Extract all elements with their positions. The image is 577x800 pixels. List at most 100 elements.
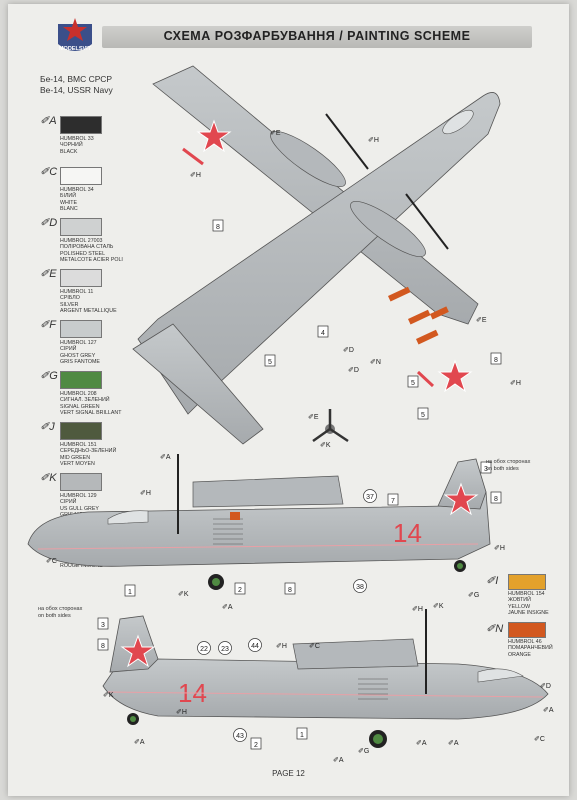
svg-text:✐A: ✐A: [134, 739, 145, 746]
svg-text:✐A: ✐A: [222, 604, 233, 611]
page-header: MODELSVIT СХЕМА РОЗФАРБУВАННЯ / PAINTING…: [18, 14, 559, 54]
svg-text:MODELSVIT: MODELSVIT: [59, 46, 92, 52]
callout-K: ✐K: [178, 591, 189, 598]
svg-text:✐H: ✐H: [176, 709, 187, 716]
aircraft-name-ua: Бе-14, ВМС СРСР: [40, 74, 113, 84]
svg-text:✐A: ✐A: [333, 757, 344, 764]
note-both-sides-right: на обох сторонах on both sides: [486, 459, 531, 472]
aircraft-name-en: Be-14, USSR Navy: [40, 85, 113, 95]
paint-brush-icon: ✐D: [40, 217, 58, 229]
side-view-left-engine: [292, 638, 419, 670]
callout-2: 2: [234, 582, 246, 595]
top-view: [132, 65, 501, 445]
top-view-tailplane: [132, 323, 264, 445]
svg-text:✐H: ✐H: [368, 137, 379, 144]
svg-text:4: 4: [321, 330, 325, 337]
side-view-left-fuselage: [102, 658, 549, 720]
svg-text:✐A: ✐A: [160, 454, 171, 461]
page-title: СХЕМА РОЗФАРБУВАННЯ / PAINTING SCHEME: [163, 29, 471, 43]
svg-text:8: 8: [216, 224, 220, 231]
top-view-engine-right: [350, 201, 426, 257]
color-swatch: [60, 473, 102, 491]
paint-brush-icon: ✐A: [40, 115, 57, 127]
top-view-orange-pod: [388, 286, 411, 302]
paint-brush-icon: ✐J: [40, 421, 55, 433]
callout-5: 5: [417, 407, 429, 420]
callout-D: ✐D: [540, 683, 551, 690]
paint-brush-icon: ✐K: [40, 472, 57, 484]
svg-text:✐K: ✐K: [178, 591, 189, 598]
svg-text:✐D: ✐D: [343, 347, 354, 354]
svg-text:✐G: ✐G: [468, 592, 479, 599]
svg-text:✐D: ✐D: [348, 367, 359, 374]
page-number: PAGE 12: [272, 769, 305, 778]
side-view-right-engine: [192, 475, 344, 508]
paint-brush-icon: ✐E: [40, 268, 57, 280]
top-view-fuselage: [137, 92, 501, 415]
callout-43: 43: [233, 728, 247, 742]
color-swatch: [60, 320, 102, 338]
svg-text:✐H: ✐H: [412, 606, 423, 613]
callout-5: 5: [264, 354, 276, 367]
svg-text:✐A: ✐A: [543, 707, 554, 714]
paint-brush-icon: ✐F: [40, 319, 56, 331]
callout-A: ✐A: [222, 604, 233, 611]
svg-text:3: 3: [484, 466, 488, 473]
side-view-left: 14: [102, 609, 549, 748]
color-swatch: [60, 218, 102, 236]
callout-E: ✐E: [476, 317, 487, 324]
svg-text:8: 8: [494, 357, 498, 364]
color-swatch: [60, 422, 102, 440]
callout-3: 3: [480, 461, 492, 474]
top-view-wing: [152, 65, 479, 325]
svg-text:✐C: ✐C: [534, 736, 545, 743]
svg-text:✐E: ✐E: [270, 130, 281, 137]
callout-H: ✐H: [276, 643, 287, 650]
svg-text:✐G: ✐G: [358, 748, 369, 755]
callout-4: 4: [317, 325, 329, 338]
svg-text:1: 1: [128, 589, 132, 596]
callout-3: 3: [97, 617, 109, 630]
callout-7: 7: [387, 493, 399, 506]
callout-1: 1: [124, 584, 136, 597]
callout-37: 37: [363, 489, 377, 503]
svg-text:✐C: ✐C: [309, 643, 320, 650]
svg-text:2: 2: [238, 587, 242, 594]
svg-text:7: 7: [391, 498, 395, 505]
side-view-left-star: [120, 634, 156, 668]
callout-A: ✐A: [160, 454, 171, 461]
color-swatch: [60, 371, 102, 389]
callout-H: ✐H: [494, 545, 505, 552]
svg-text:✐H: ✐H: [276, 643, 287, 650]
svg-text:8: 8: [288, 587, 292, 594]
callout-E: ✐E: [270, 130, 281, 137]
svg-text:✐H: ✐H: [494, 545, 505, 552]
paint-brush-icon: ✐C: [40, 166, 58, 178]
color-swatch: [60, 116, 102, 134]
svg-text:1: 1: [300, 732, 304, 739]
svg-text:3: 3: [101, 622, 105, 629]
paint-brush-icon: ✐N: [486, 623, 504, 635]
svg-text:5: 5: [411, 380, 415, 387]
svg-text:37: 37: [366, 494, 374, 501]
callout-G: ✐G: [468, 592, 479, 599]
callout-38: 38: [353, 579, 367, 593]
svg-text:38: 38: [356, 584, 364, 591]
svg-text:✐H: ✐H: [510, 380, 521, 387]
callout-K: ✐K: [320, 442, 331, 449]
paint-brush-icon: ✐I: [486, 575, 499, 587]
callout-1: 1: [296, 727, 308, 740]
svg-text:✐D: ✐D: [540, 683, 551, 690]
svg-text:5: 5: [421, 412, 425, 419]
svg-text:43: 43: [236, 733, 244, 740]
note-both-sides-left: на обох сторонах on both sides: [38, 606, 83, 619]
paint-brush-icon: ✐G: [40, 370, 58, 382]
svg-text:✐A: ✐A: [416, 740, 427, 747]
callout-A: ✐A: [448, 740, 459, 747]
